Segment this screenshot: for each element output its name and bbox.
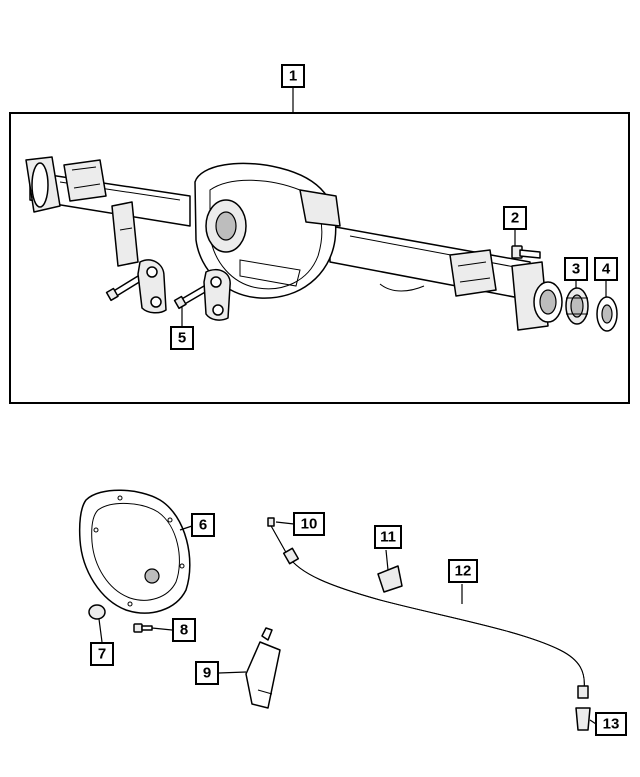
callout-4-label: 4 <box>602 261 611 278</box>
axle-housing-assembly <box>25 156 563 331</box>
right-spring-perch <box>449 249 497 297</box>
part-10-fitting <box>267 517 275 527</box>
callout-5: 5 <box>170 326 194 350</box>
part-12-vent-hose <box>267 517 591 731</box>
callout-3: 3 <box>564 257 588 281</box>
callout-2-label: 2 <box>511 210 519 227</box>
pinion-nose <box>299 189 341 227</box>
left-lower-bracket <box>111 201 139 267</box>
cap-bolts <box>105 275 208 310</box>
callout-11: 11 <box>374 525 402 549</box>
callout-4: 4 <box>594 257 618 281</box>
callout-12-label: 12 <box>455 563 472 580</box>
callout-7-label: 7 <box>98 646 106 663</box>
part-3-bearing <box>565 287 589 325</box>
part-9-sealant-tube <box>245 627 281 709</box>
part-11-clip <box>377 565 403 593</box>
callout-3-label: 3 <box>572 261 580 278</box>
part-2-bolt <box>511 245 541 259</box>
axle-assembly-frame <box>9 112 630 404</box>
part-8-screw <box>133 623 153 633</box>
callout-9: 9 <box>195 661 219 685</box>
callout-13: 13 <box>595 712 627 736</box>
bearing-caps <box>137 259 231 321</box>
callout-12: 12 <box>448 559 478 583</box>
axle-tube-right <box>329 225 531 301</box>
callout-2: 2 <box>503 206 527 230</box>
left-flange-face <box>31 162 49 208</box>
part-13-connector <box>575 707 591 731</box>
callout-8-label: 8 <box>180 622 188 639</box>
callout-8: 8 <box>172 618 196 642</box>
left-spring-perch <box>63 159 107 202</box>
callout-10-label: 10 <box>301 516 318 533</box>
callout-9-label: 9 <box>203 665 211 682</box>
callout-6-label: 6 <box>199 517 207 534</box>
leader-lines <box>98 88 607 725</box>
callout-5-label: 5 <box>178 330 186 347</box>
callout-1: 1 <box>281 64 305 88</box>
callout-13-label: 13 <box>603 716 620 733</box>
callout-6: 6 <box>191 513 215 537</box>
part-4-seal <box>596 296 618 332</box>
callout-10: 10 <box>293 512 325 536</box>
callout-1-label: 1 <box>289 68 297 85</box>
callout-7: 7 <box>90 642 114 666</box>
callout-11-label: 11 <box>380 529 396 546</box>
part-7-fill-plug <box>88 604 106 620</box>
part-6-differential-cover <box>78 489 191 614</box>
